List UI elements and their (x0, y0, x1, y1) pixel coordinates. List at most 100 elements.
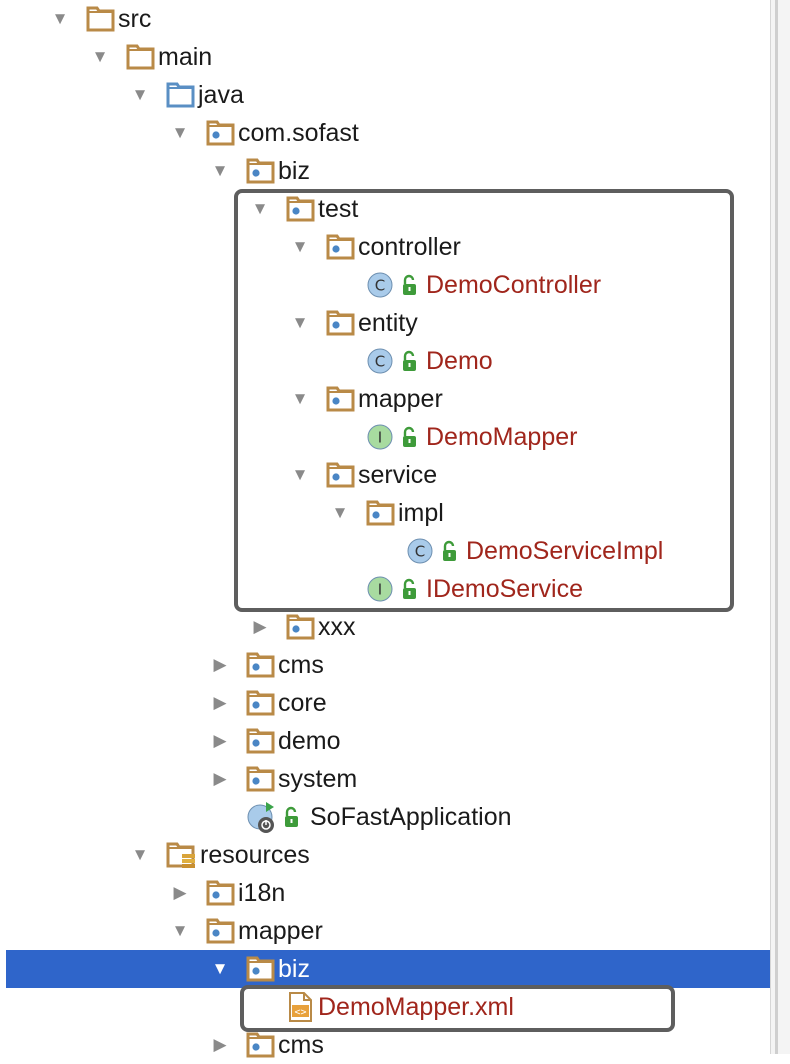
package-icon (246, 646, 282, 684)
tree-row[interactable]: ▼ biz (6, 152, 770, 190)
expand-arrow-right-icon[interactable]: ▶ (213, 655, 227, 674)
tree-item-label: resources (200, 841, 310, 869)
folder-icon (126, 38, 162, 76)
tree-row[interactable]: ▼java (6, 76, 770, 114)
expand-arrow-down-icon[interactable]: ▼ (331, 503, 349, 522)
tree-row[interactable]: I IDemoService (6, 570, 770, 608)
public-access-lock-icon (400, 266, 422, 304)
tree-item-label: service (358, 461, 438, 489)
tree-item-label: Demo (426, 347, 493, 375)
tree-row[interactable]: ▶system (6, 760, 770, 798)
tree-row[interactable]: I DemoMapper (6, 418, 770, 456)
tree-item-label: DemoController (426, 271, 602, 299)
public-access-lock-icon (400, 342, 422, 380)
tree-item-label: xxx (318, 613, 356, 641)
expand-arrow-down-icon[interactable]: ▼ (131, 85, 149, 104)
svg-text:C: C (375, 277, 385, 295)
tree-row[interactable]: ▶ i18n (6, 874, 770, 912)
package-icon (246, 722, 282, 760)
svg-text:I: I (378, 581, 382, 599)
tree-item-label: SoFastApplication (310, 803, 512, 831)
tree-item-label: IDemoService (426, 575, 583, 603)
tree-row[interactable]: C DemoController (6, 266, 770, 304)
source-folder-icon (166, 76, 202, 114)
svg-text:I: I (378, 429, 382, 447)
tree-row[interactable]: ▶ xxx (6, 608, 770, 646)
tree-item-label: i18n (238, 879, 286, 907)
tree-row[interactable]: C Demo (6, 342, 770, 380)
class-icon: C (366, 342, 402, 380)
expand-arrow-down-icon[interactable]: ▼ (91, 47, 109, 66)
svg-text:<>: <> (294, 1007, 306, 1018)
package-icon (246, 950, 282, 988)
expand-arrow-down-icon[interactable]: ▼ (251, 199, 269, 218)
tree-item-label: biz (278, 955, 310, 983)
tree-row[interactable]: ▼ src (6, 0, 770, 38)
expand-arrow-down-icon[interactable]: ▼ (291, 237, 309, 256)
tree-item-label: mapper (238, 917, 323, 945)
spring-boot-app-icon (246, 798, 282, 836)
tree-row[interactable]: ▼test (6, 190, 770, 228)
package-icon (366, 494, 402, 532)
tree-row[interactable]: ▼ controller (6, 228, 770, 266)
tree-row[interactable]: C DemoServiceImpl (6, 532, 770, 570)
tree-row[interactable]: ▼entity (6, 304, 770, 342)
tree-row[interactable]: ▶core (6, 684, 770, 722)
tree-item-label: demo (278, 727, 341, 755)
package-icon (206, 874, 242, 912)
tree-row[interactable]: ▼ resources (6, 836, 770, 874)
tree-item-label: controller (358, 233, 461, 261)
expand-arrow-down-icon[interactable]: ▼ (51, 9, 69, 28)
tree-row[interactable]: ▶ demo (6, 722, 770, 760)
expand-arrow-down-icon[interactable]: ▼ (131, 845, 149, 864)
tree-item-label: biz (278, 157, 310, 185)
class-icon: C (366, 266, 402, 304)
vertical-scrollbar[interactable] (770, 0, 790, 1054)
package-icon (246, 152, 282, 190)
scrollbar-track-edge (775, 0, 778, 1054)
interface-icon: I (366, 418, 402, 456)
package-icon (326, 304, 362, 342)
expand-arrow-down-icon[interactable]: ▼ (171, 921, 189, 940)
resources-folder-icon (166, 836, 202, 874)
package-icon (326, 380, 362, 418)
tree-row[interactable]: ▼ main (6, 38, 770, 76)
expand-arrow-right-icon[interactable]: ▶ (173, 883, 187, 902)
tree-row[interactable]: ▼ mapper (6, 912, 770, 950)
expand-arrow-down-icon[interactable]: ▼ (291, 313, 309, 332)
tree-row[interactable]: ▶cms (6, 1026, 770, 1064)
expand-arrow-down-icon[interactable]: ▼ (171, 123, 189, 142)
tree-row[interactable]: ▼ biz (6, 950, 770, 988)
package-icon (246, 684, 282, 722)
tree-row[interactable]: ▼com.sofast (6, 114, 770, 152)
tree-item-label: main (158, 43, 213, 71)
expand-arrow-down-icon[interactable]: ▼ (211, 161, 229, 180)
package-icon (206, 912, 242, 950)
tree-row[interactable]: ▼impl (6, 494, 770, 532)
package-icon (286, 608, 322, 646)
package-icon (246, 760, 282, 798)
expand-arrow-right-icon[interactable]: ▶ (253, 617, 267, 636)
expand-arrow-right-icon[interactable]: ▶ (213, 1035, 227, 1054)
tree-row[interactable]: <>DemoMapper.xml (6, 988, 770, 1026)
tree-item-label: DemoServiceImpl (466, 537, 664, 565)
expand-arrow-right-icon[interactable]: ▶ (213, 693, 227, 712)
package-icon (206, 114, 242, 152)
svg-text:C: C (375, 353, 385, 371)
expand-arrow-down-icon[interactable]: ▼ (211, 959, 229, 978)
expand-arrow-right-icon[interactable]: ▶ (213, 731, 227, 750)
tree-row[interactable]: ▶cms (6, 646, 770, 684)
svg-text:C: C (415, 543, 425, 561)
tree-item-label: DemoMapper (426, 423, 578, 451)
expand-arrow-down-icon[interactable]: ▼ (291, 465, 309, 484)
xml-file-icon: <> (286, 988, 322, 1026)
tree-item-label: src (118, 5, 152, 33)
tree-row[interactable]: ▼mapper (6, 380, 770, 418)
expand-arrow-right-icon[interactable]: ▶ (213, 769, 227, 788)
package-icon (326, 228, 362, 266)
tree-row[interactable]: ▼ service (6, 456, 770, 494)
expand-arrow-down-icon[interactable]: ▼ (291, 389, 309, 408)
package-icon (326, 456, 362, 494)
tree-row[interactable]: SoFastApplication (6, 798, 770, 836)
